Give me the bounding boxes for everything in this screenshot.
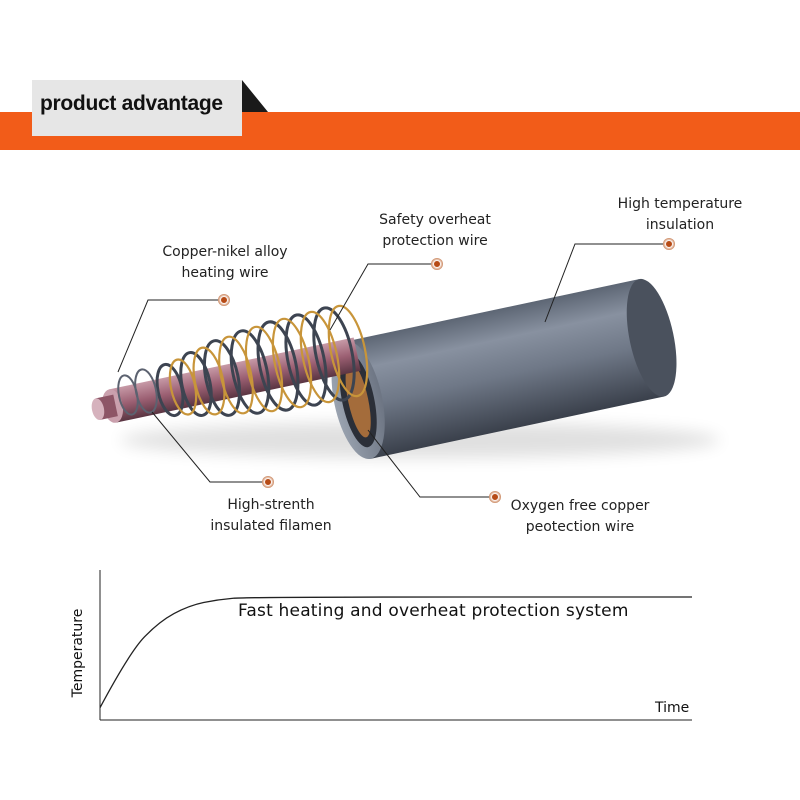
- callout-insulation: High temperature insulation: [600, 194, 760, 236]
- leader-lines: [117, 243, 669, 498]
- callout-copper-wire: Oxygen free copper peotection wire: [500, 496, 660, 538]
- leader-heating-wire: [117, 299, 224, 373]
- callout-line: protection wire: [382, 233, 488, 249]
- leader-insulation: [544, 243, 669, 323]
- callout-dot: [262, 476, 274, 488]
- leader-copper-wire: [367, 429, 495, 498]
- callout-line: High-strenth: [227, 497, 315, 513]
- callout-dot: [431, 258, 443, 270]
- chart-title: Fast heating and overheat protection sys…: [238, 601, 629, 621]
- y-axis-label: Temperature: [70, 608, 86, 698]
- leader-filament: [151, 411, 268, 483]
- callout-line: insulated filamen: [210, 518, 332, 534]
- callout-line: insulation: [645, 217, 715, 233]
- callout-line: heating wire: [181, 265, 269, 281]
- leader-overheat-wire: [329, 263, 437, 331]
- x-axis-label: Time: [655, 700, 690, 716]
- callout-dot: [218, 294, 230, 306]
- callout-line: High temperature: [617, 196, 743, 212]
- callout-dots: [218, 238, 675, 503]
- page-title: product advantage: [40, 92, 223, 115]
- temperature-chart: [99, 570, 692, 721]
- banner-tab: [32, 80, 242, 136]
- temperature-curve: [99, 596, 692, 709]
- callout-line: peotection wire: [525, 519, 635, 535]
- banner-fold: [242, 80, 268, 112]
- callout-line: Oxygen free copper: [510, 498, 650, 514]
- callout-filament: High-strenth insulated filamen: [196, 495, 346, 537]
- callout-dot: [663, 238, 675, 250]
- callout-heating-wire: Copper-nikel alloy heating wire: [140, 242, 310, 284]
- callout-dot: [489, 491, 501, 503]
- coil-group: [117, 304, 369, 418]
- callout-overheat-wire: Safety overheat protection wire: [360, 210, 510, 252]
- callout-line: Copper-nikel alloy: [162, 244, 288, 260]
- callout-line: Safety overheat: [379, 212, 491, 228]
